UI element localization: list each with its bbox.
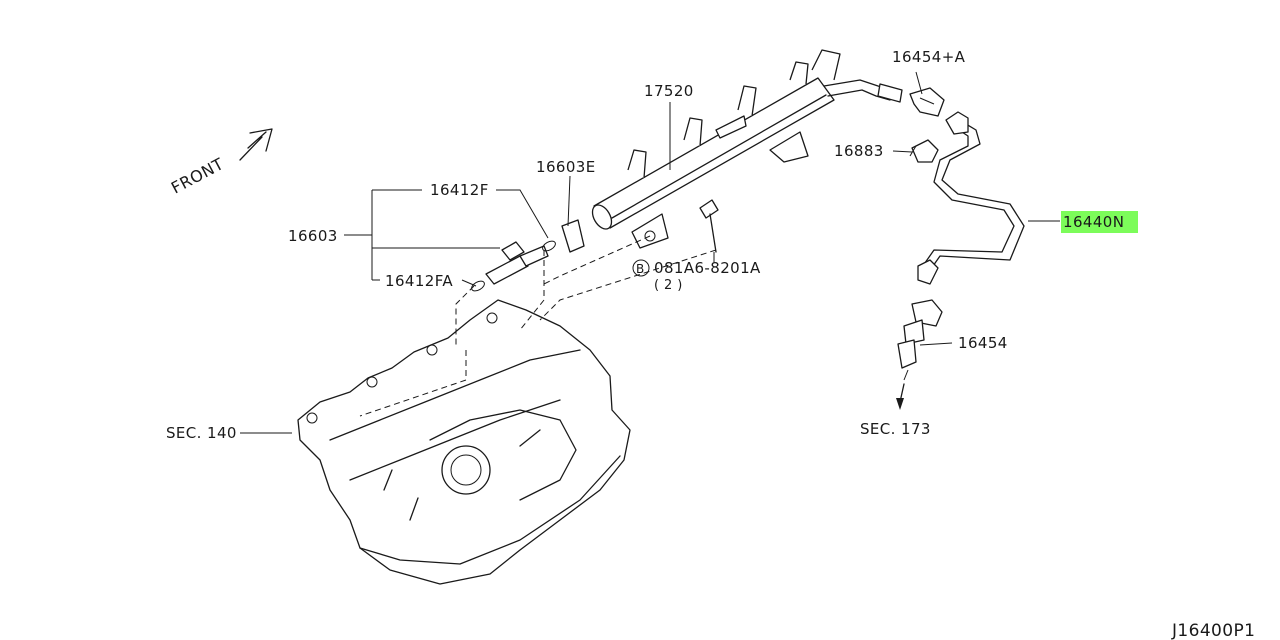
bolt-symbol-circle — [632, 259, 650, 277]
label-16454a: 16454+A — [892, 48, 966, 66]
front-arrow-icon — [239, 128, 273, 161]
label-16440n[interactable]: 16440N — [1063, 213, 1124, 231]
connector-16454[interactable] — [896, 299, 943, 410]
label-sec140: SEC. 140 — [166, 424, 237, 442]
label-16603e: 16603E — [536, 158, 596, 176]
fuel-injector-16603[interactable] — [470, 219, 585, 293]
fuel-rail-17520[interactable] — [589, 49, 903, 249]
front-label: FRONT — [168, 154, 227, 197]
down-arrow-icon — [896, 398, 904, 410]
highlight-16440n — [1061, 211, 1138, 233]
clip-16454a[interactable] — [909, 87, 945, 117]
part-labels: 16454+A 17520 16603E 16883 16412F 16603 … — [166, 48, 1138, 442]
bolt-081a6-8201a[interactable] — [699, 199, 719, 253]
label-16603: 16603 — [288, 227, 338, 245]
label-bolt-part: 081A6-8201A — [654, 259, 761, 277]
clip-16883[interactable] — [909, 139, 939, 163]
intake-manifold[interactable] — [297, 299, 631, 585]
label-16412f: 16412F — [430, 181, 489, 199]
label-16883: 16883 — [834, 142, 884, 160]
leader-lines — [240, 71, 1060, 434]
label-sec173: SEC. 173 — [860, 420, 931, 438]
fuel-hose-16440n[interactable] — [917, 111, 1025, 285]
front-direction-indicator: FRONT — [168, 128, 273, 198]
assembly-guide-lines — [359, 235, 717, 417]
diagram-code: J16400P1 — [1171, 621, 1255, 640]
label-17520: 17520 — [644, 82, 694, 100]
label-16454: 16454 — [958, 334, 1008, 352]
label-bolt-qty: ( 2 ) — [654, 278, 683, 293]
bolt-symbol: B — [636, 262, 645, 276]
label-16412fa: 16412FA — [385, 272, 453, 290]
